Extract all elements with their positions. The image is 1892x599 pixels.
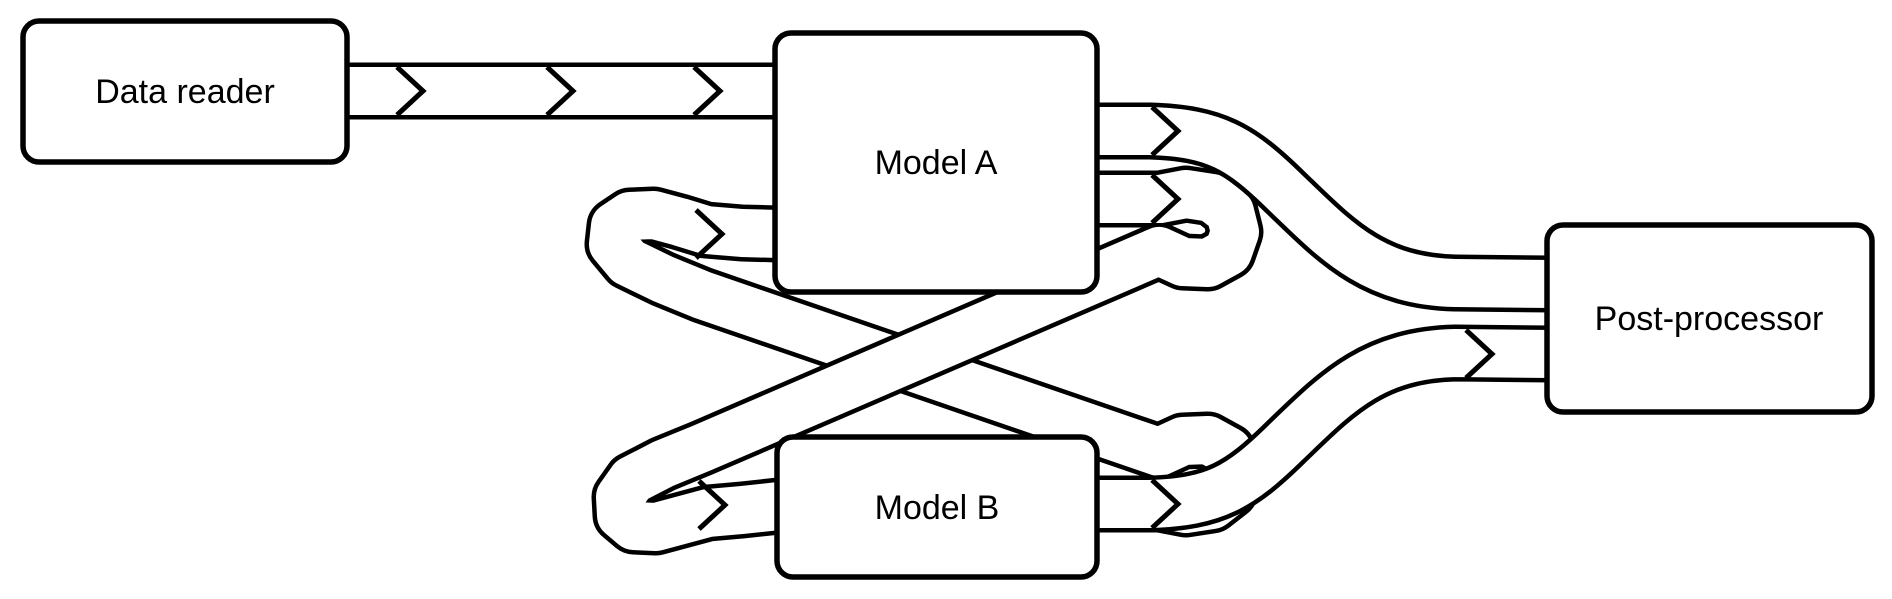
flow-chevron-icon [692, 65, 724, 117]
flow-chevron-icon [1464, 328, 1496, 380]
data-reader-label: Data reader [95, 73, 275, 111]
model-b-label: Model B [875, 489, 1000, 527]
flow-chevron-icon [1150, 478, 1182, 530]
flow-chevron-icon [545, 65, 577, 117]
flow-chevron-icon [697, 479, 729, 531]
edge-model-a-to-model-b [591, 165, 1264, 556]
model-a-box [772, 30, 1100, 295]
edge-model-a-to-post-processor [1097, 102, 1553, 313]
model-a-label: Model A [875, 144, 998, 182]
node-post-processor: Post-processor [1544, 222, 1875, 415]
node-model-a: Model A [772, 30, 1100, 295]
node-model-b: Model B [774, 434, 1100, 580]
flow-chevron-icon [694, 208, 726, 260]
flow-chevron-icon [395, 65, 427, 117]
data-reader-box [20, 18, 350, 165]
flow-chevron-icon [1150, 105, 1182, 157]
model-b-box [774, 434, 1100, 580]
flow-chevrons [395, 65, 1496, 531]
post-processor-label: Post-processor [1595, 300, 1824, 338]
post-processor-box [1544, 222, 1875, 415]
flow-chevron-icon [1150, 173, 1182, 225]
node-data-reader: Data reader [20, 18, 350, 165]
edge-model-b-to-post-processor [1097, 324, 1553, 533]
